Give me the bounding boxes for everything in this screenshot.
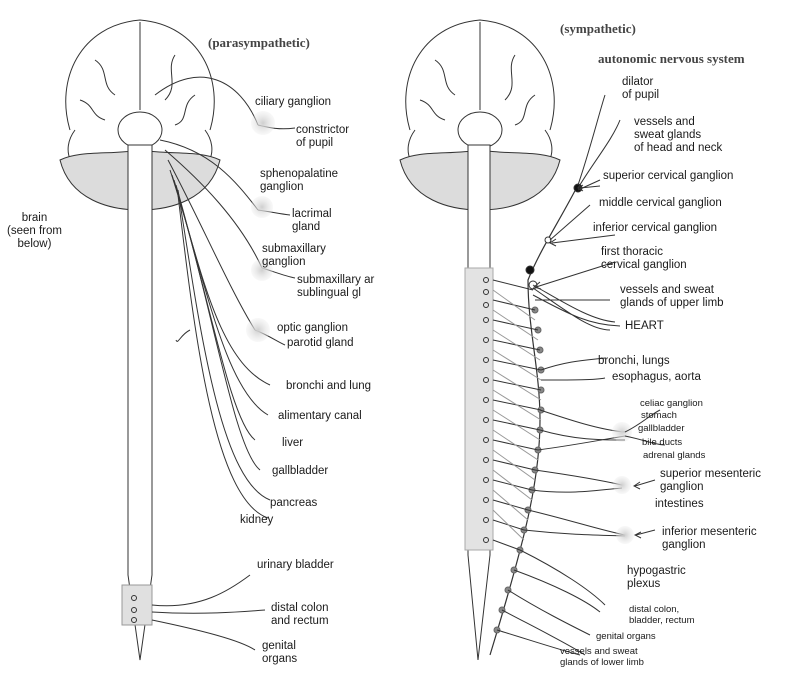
label-pancreas: pancreas [270,497,317,510]
label-dilator-of-pupil: dilator of pupil [622,76,659,102]
label-vessels-upper-limb: vessels and sweat glands of upper limb [620,284,724,310]
label-submaxillary-gland: submaxillary ar sublingual gl [297,274,374,300]
sympathetic-header: (sympathetic) [560,22,636,35]
label-gallbladder-symp: gallbladder [638,423,684,434]
label-intestines: intestines [655,498,704,511]
label-constrictor-of-pupil: constrictor of pupil [296,124,349,150]
label-first-thoracic-ganglion: first thoracic cervical ganglion [601,246,687,272]
label-ciliary-ganglion: ciliary ganglion [255,96,331,109]
system-header: autonomic nervous system [598,52,745,65]
label-parotid-gland: parotid gland [287,337,354,350]
label-distal-colon-symp: distal colon, bladder, rectum [629,604,694,626]
label-genital-organs-symp: genital organs [596,631,656,642]
label-genital-organs: genital organs [262,640,297,666]
label-optic-ganglion: optic ganglion [277,322,348,335]
brain-label: brain (seen from below) [7,212,62,251]
label-lacrimal-gland: lacrimal gland [292,208,332,234]
label-stomach: stomach [641,410,677,421]
label-inferior-mesenteric-ganglion: inferior mesenteric ganglion [662,526,757,552]
label-adrenal-glands: adrenal glands [643,450,705,461]
parasympathetic-header: (parasympathetic) [208,36,310,49]
label-inferior-cervical-ganglion: inferior cervical ganglion [593,222,717,235]
label-superior-mesenteric-ganglion: superior mesenteric ganglion [660,468,761,494]
label-distal-colon: distal colon and rectum [271,602,329,628]
label-vessels-head-neck: vessels and sweat glands of head and nec… [634,116,722,155]
label-liver: liver [282,437,303,450]
label-bronchi-lungs-symp: bronchi, lungs [598,355,670,368]
label-urinary-bladder: urinary bladder [257,559,334,572]
label-submaxillary-ganglion: submaxillary ganglion [262,243,326,269]
label-superior-cervical-ganglion: superior cervical ganglion [603,170,733,183]
label-celiac-ganglion: celiac ganglion [640,398,703,409]
label-sphenopalatine-ganglion: sphenopalatine ganglion [260,168,338,194]
label-gallbladder: gallbladder [272,465,328,478]
label-heart: HEART [625,320,664,333]
label-bronchi-lungs: bronchi and lunɡ [286,380,371,393]
label-hypogastric-plexus: hypogastric plexus [627,565,686,591]
label-alimentary-canal: alimentary canal [278,410,362,423]
spinal-cord-left [128,145,152,660]
label-kidney: kidney [240,514,273,527]
label-bile-ducts: bile ducts [642,437,682,448]
label-vessels-lower-limb: vessels and sweat glands of lower limb [560,646,644,668]
label-esophagus-aorta: esophagus, aorta [612,371,701,384]
label-middle-cervical-ganglion: middle cervical ganglion [599,197,722,210]
